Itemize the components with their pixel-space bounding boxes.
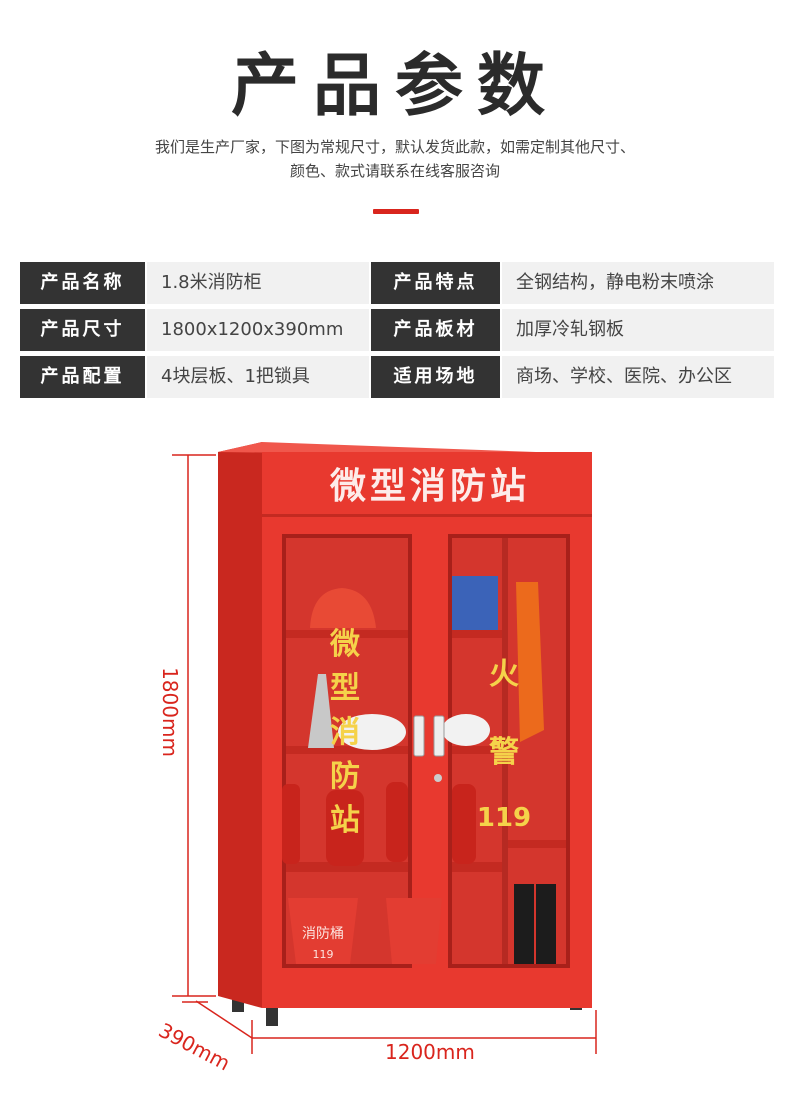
svg-text:警: 警 — [489, 735, 519, 770]
svg-text:型: 型 — [330, 671, 360, 706]
height-dimension-label: 1800mm — [158, 667, 182, 757]
poster-box-icon — [452, 576, 498, 630]
spec-label: 产品板材 — [371, 309, 500, 351]
svg-text:站: 站 — [330, 803, 360, 838]
spec-label: 产品尺寸 — [20, 309, 145, 351]
spec-value: 商场、学校、医院、办公区 — [502, 356, 774, 398]
cabinet-illustration: 消防桶 119 微型消防站 微 型 消 防 站 火 警 119 — [172, 442, 597, 1054]
cabinet-shelves — [286, 630, 566, 872]
spec-value: 全钢结构，静电粉末喷涂 — [502, 262, 774, 304]
extinguisher-icons — [282, 782, 476, 866]
fire-suit-icon — [516, 582, 544, 742]
svg-text:火: 火 — [489, 657, 519, 692]
nozzle-icon — [308, 674, 334, 748]
bucket-number: 119 — [313, 948, 334, 961]
helmet-icon — [310, 588, 376, 628]
right-door-text: 火 警 119 — [477, 657, 531, 833]
bucket-label: 消防桶 — [302, 926, 344, 942]
cabinet-header-text: 微型消防站 — [329, 466, 530, 507]
svg-text:119: 119 — [477, 803, 531, 833]
width-dimension-label: 1200mm — [385, 1040, 475, 1064]
spec-label: 产品配置 — [20, 356, 145, 398]
spec-value: 1800x1200x390mm — [147, 309, 369, 351]
spec-label: 适用场地 — [371, 356, 500, 398]
fire-bucket-icon — [288, 898, 358, 964]
spec-value: 加厚冷轧钢板 — [502, 309, 774, 351]
spec-row: 产品配置 4块层板、1把锁具 适用场地 商场、学校、医院、办公区 — [20, 356, 774, 398]
spec-label: 产品名称 — [20, 262, 145, 304]
intro-text-line-1: 我们是生产厂家，下图为常规尺寸，默认发货此款，如需定制其他尺寸、 — [154, 138, 635, 156]
svg-text:消: 消 — [330, 715, 360, 750]
fire-bucket-icon — [386, 898, 442, 964]
spec-value: 4块层板、1把锁具 — [147, 356, 369, 398]
door-handle — [433, 715, 445, 757]
spec-row: 产品尺寸 1800x1200x390mm 产品板材 加厚冷轧钢板 — [20, 309, 774, 351]
spec-value: 1.8米消防柜 — [147, 262, 369, 304]
hose-roll-icon — [338, 714, 406, 750]
dimension-lines — [172, 454, 597, 1054]
door-handle — [413, 715, 425, 757]
page-title: 产品参数 — [230, 47, 559, 126]
lock-icon — [434, 774, 442, 782]
left-door-text: 微 型 消 防 站 — [329, 627, 360, 838]
boots-icon — [514, 884, 534, 964]
svg-text:防: 防 — [330, 759, 360, 794]
spec-label: 产品特点 — [371, 262, 500, 304]
title-accent-bar — [373, 209, 419, 214]
spec-row: 产品名称 1.8米消防柜 产品特点 全钢结构，静电粉末喷涂 — [20, 262, 774, 304]
cabinet-foot — [266, 1008, 278, 1026]
cabinet-side — [218, 442, 262, 1008]
svg-text:微: 微 — [329, 627, 360, 662]
intro-text-line-2: 颜色、款式请联系在线客服咨询 — [289, 162, 500, 180]
